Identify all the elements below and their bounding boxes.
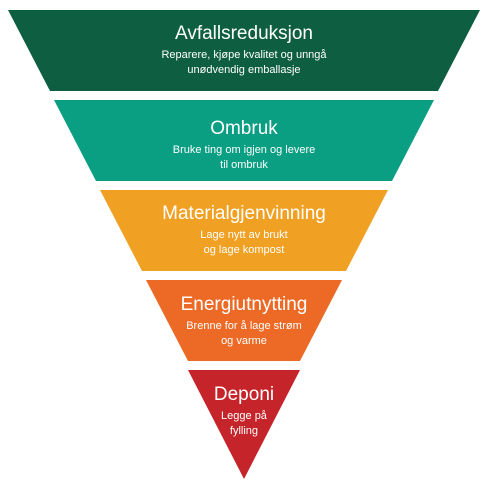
tier-title: Materialgjenvinning xyxy=(162,203,326,224)
tier-title: Energiutnytting xyxy=(180,294,308,315)
tier-energiutnytting: Energiutnytting Brenne for å lage strøm … xyxy=(0,294,488,349)
tier-ombruk: Ombruk Bruke ting om igjen og levere til… xyxy=(0,118,488,173)
tier-description: Brenne for å lage strøm og varme xyxy=(186,320,302,347)
tier-description: Reparere, kjøpe kvalitet og unngå unødve… xyxy=(161,49,327,76)
tier-materialgjenvinning: Materialgjenvinning Lage nytt av brukt o… xyxy=(0,203,488,258)
tier-shape-ombruk xyxy=(54,100,434,181)
tier-shape-materialgjenvinning xyxy=(100,190,388,271)
tier-avfallsreduksjon: Avfallsreduksjon Reparere, kjøpe kvalite… xyxy=(0,23,488,78)
tier-shape-deponi xyxy=(188,370,300,479)
tier-title: Avfallsreduksjon xyxy=(174,23,313,44)
tier-description: Lage nytt av brukt og lage kompost xyxy=(200,229,288,256)
tier-title: Deponi xyxy=(213,384,275,405)
tier-shape-energiutnytting xyxy=(146,280,342,361)
tier-shape-avfallsreduksjon xyxy=(8,10,480,91)
tier-description: Bruke ting om igjen og levere til ombruk xyxy=(172,144,316,171)
tier-deponi: Deponi Legge på fylling xyxy=(0,384,488,439)
tier-description: Legge på fylling xyxy=(221,410,267,437)
tier-title: Ombruk xyxy=(210,118,278,139)
